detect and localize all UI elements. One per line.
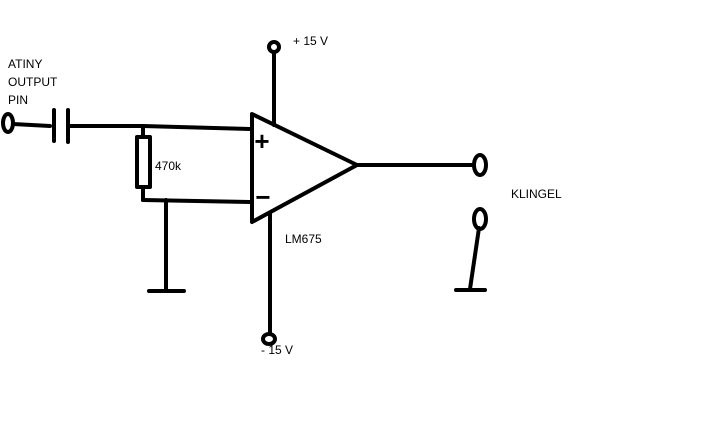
input-label-line3: PIN xyxy=(8,93,29,107)
bell-terminal xyxy=(472,207,488,231)
bell-wire xyxy=(468,226,481,291)
negative-supply-label: - 15 V xyxy=(261,343,294,357)
opamp-plus-sign: + xyxy=(254,126,269,156)
noninverting-input-wire xyxy=(68,124,252,131)
opamp-part-label: LM675 xyxy=(285,232,322,246)
input-label-line2: OUTPUT xyxy=(8,75,58,89)
opamp-minus-sign: − xyxy=(255,182,270,212)
input-wire xyxy=(11,122,52,128)
resistor-470k xyxy=(135,135,152,189)
output-label: KLINGEL xyxy=(511,187,562,201)
opamp-triangle xyxy=(250,112,359,224)
resistor-value-label: 470k xyxy=(155,159,182,173)
output-terminal xyxy=(472,153,488,177)
negative-supply-terminal xyxy=(261,332,277,346)
inverting-input-wire xyxy=(141,198,252,204)
positive-supply-label: + 15 V xyxy=(293,34,329,48)
input-label-line1: ATINY xyxy=(8,57,43,71)
